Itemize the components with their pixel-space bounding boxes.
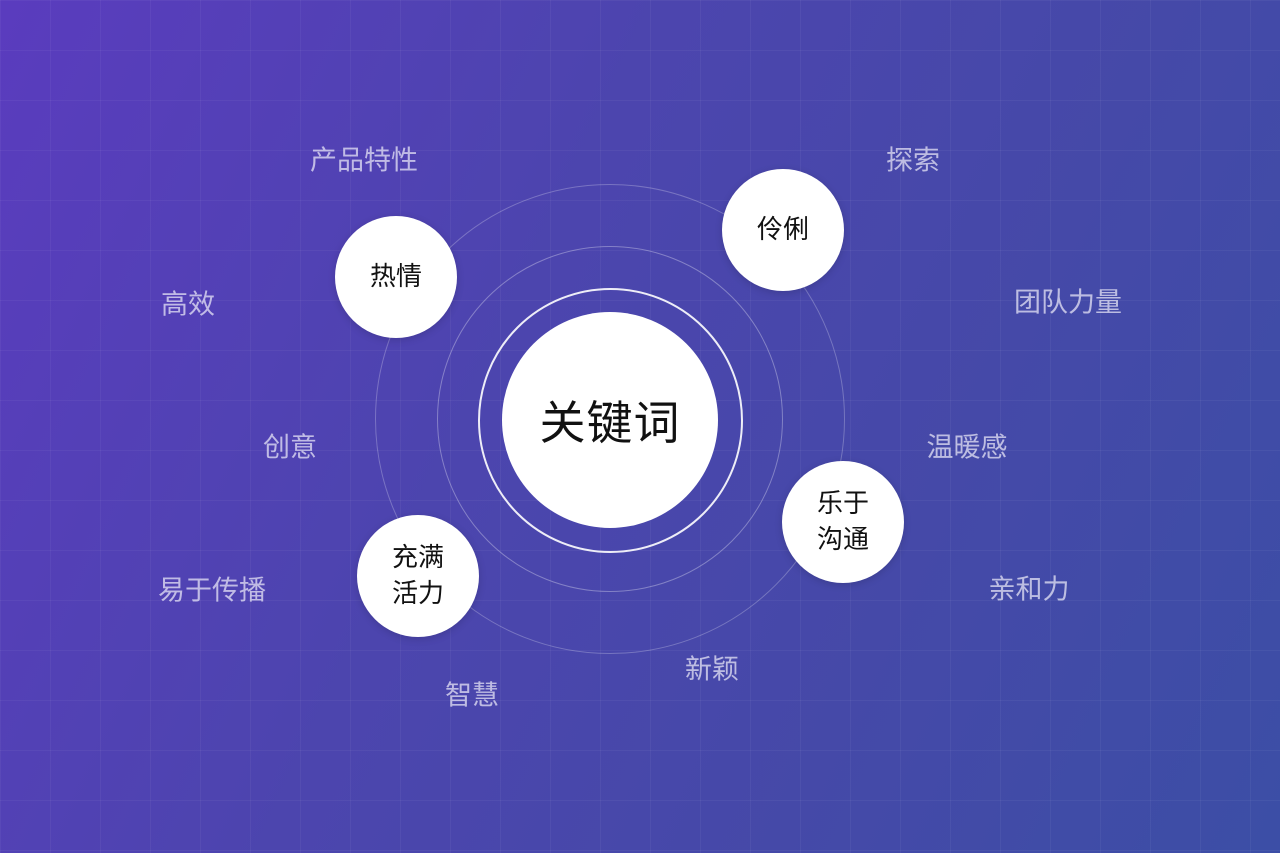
keyword-label: 新颖 bbox=[685, 654, 739, 686]
keyword-label: 高效 bbox=[161, 289, 215, 321]
center-keyword-label: 关键词 bbox=[539, 396, 681, 450]
keyword-label: 易于传播 bbox=[158, 575, 266, 607]
node-label-line: 充满 bbox=[391, 543, 444, 573]
node-circle-1: 热情 bbox=[335, 216, 457, 338]
center-keyword-circle: 关键词 bbox=[502, 312, 718, 528]
node-label-line: 活力 bbox=[391, 579, 444, 609]
node-circle-3: 乐于 沟通 bbox=[782, 461, 904, 583]
inner-orbit-ring bbox=[478, 288, 743, 553]
outer-orbit-ring bbox=[375, 184, 845, 654]
keyword-label: 团队力量 bbox=[1014, 287, 1122, 319]
node-label-line: 沟通 bbox=[816, 525, 869, 555]
keyword-label: 探索 bbox=[886, 145, 940, 177]
keyword-label: 产品特性 bbox=[310, 145, 418, 177]
keyword-label: 创意 bbox=[263, 432, 317, 464]
node-label-line: 乐于 bbox=[816, 489, 869, 519]
keyword-label: 亲和力 bbox=[988, 574, 1070, 606]
node-label-line: 伶俐 bbox=[756, 215, 809, 245]
keyword-label: 智慧 bbox=[445, 680, 499, 712]
node-circle-4: 充满 活力 bbox=[357, 515, 479, 637]
node-circle-2: 伶俐 bbox=[722, 169, 844, 291]
keyword-label: 温暖感 bbox=[926, 432, 1008, 464]
node-label-line: 热情 bbox=[369, 262, 422, 292]
middle-orbit-ring bbox=[437, 246, 783, 592]
